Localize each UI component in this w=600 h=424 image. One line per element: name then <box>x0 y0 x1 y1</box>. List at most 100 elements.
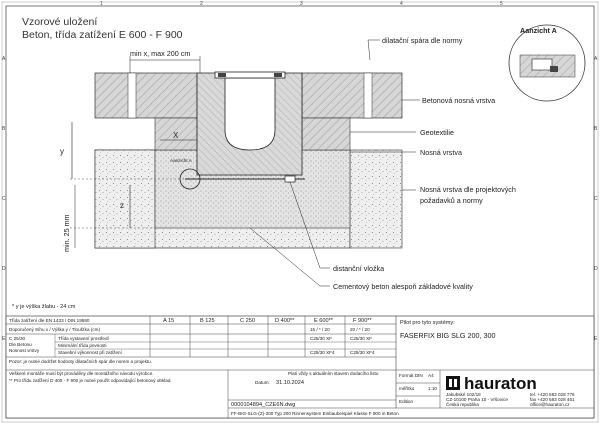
pos-label: Pilot pro tyto systémy: <box>400 320 455 326</box>
row-mark: D <box>2 266 6 272</box>
callout-spacer: distanční vložka <box>333 264 384 273</box>
callout-leaders <box>249 39 420 287</box>
format-label: Formát DIN <box>399 373 423 378</box>
col-mark: 3 <box>300 1 303 7</box>
row1-f900: 20 / * / 20 <box>350 327 370 332</box>
note-3: ** Pro třídu zatížení D 400 - F 900 je n… <box>9 378 172 383</box>
dim-x-label: X <box>173 131 179 140</box>
title-block <box>5 315 595 419</box>
row-mark: B <box>594 126 598 132</box>
detail-title: Aanzicht A <box>520 26 557 35</box>
col-mark: 1 <box>100 1 103 7</box>
grate-bolt-left <box>218 73 226 77</box>
row-mark: A <box>594 56 598 62</box>
company-logo <box>446 376 460 390</box>
logo-mark <box>446 376 460 390</box>
row-a-label: Třída vystavení prostředí <box>58 336 110 341</box>
dim-y-label: y <box>60 147 64 156</box>
pavement-right <box>301 72 403 119</box>
detail-bar <box>550 66 558 72</box>
callout-load-layer: Nosná vrstva <box>420 148 462 157</box>
load-layer-left <box>94 149 156 249</box>
col-mark: 4 <box>400 1 403 7</box>
callout-cement-concrete: Cementový beton alespoň základové kvalit… <box>333 282 473 291</box>
row-mark: D <box>594 266 598 272</box>
dim-top-label: min x, max 200 cm <box>130 49 190 58</box>
email: office@hauraton.cz <box>530 402 570 407</box>
class-f900: F 900** <box>353 318 372 324</box>
callout-concrete-layer: Betonová nosná vrstva <box>422 96 495 105</box>
row-mark: C <box>2 196 6 202</box>
row-c-f900: C25/30 XF4 <box>350 350 375 355</box>
spacer <box>284 175 296 183</box>
table-header-label: Třída zatížení dle EN 1433 / DIN 19580 <box>9 318 90 323</box>
row2-label1: C 25/30 <box>9 336 26 341</box>
col-mark: 5 <box>500 1 503 7</box>
footnote: * y je výška žlabu - 24 cm <box>12 304 76 310</box>
row-b-label: Minimální třída pevnosti <box>58 343 107 348</box>
class-b125: B 125 <box>200 318 215 324</box>
address-1: Jakubské 102/18 <box>446 392 481 397</box>
row1-label: Doporučený Síhu x / Výška y / Tloušťka (… <box>9 327 100 332</box>
class-c250: C 250 <box>240 318 255 324</box>
row-c-label: Stavební výkonnost při zatížení <box>58 350 123 355</box>
fax: fax +420 583 028 461 <box>530 397 575 402</box>
step-left <box>154 117 198 151</box>
class-a15: A 15 <box>163 318 174 324</box>
address-2: CZ-10100 Praha 10 - Vršovice <box>446 397 508 402</box>
row-mark: E <box>2 336 6 342</box>
row-c-e600: C25/30 XF4 <box>310 350 335 355</box>
detail-spacer <box>531 58 553 71</box>
col-mark: 2 <box>200 1 203 7</box>
phone: tel. +420 583 028 776 <box>530 392 575 397</box>
channel-grate <box>214 71 286 79</box>
row-mark: E <box>594 336 598 342</box>
date-label: Datum: <box>255 380 270 385</box>
drawing-number: 0000104894_CZE6N.dwg <box>231 402 295 408</box>
row2-label4: Nosnost vrstvy <box>9 348 40 353</box>
company-name: hauraton <box>464 374 537 393</box>
row-a-f900: C25/30 XF <box>350 336 372 341</box>
callout-geotextile: Geotextilie <box>420 128 454 137</box>
row-mark: A <box>2 56 6 62</box>
edition-label: Edition <box>399 399 413 404</box>
note-2: Veškeré montáže musí být prováděny dle m… <box>9 371 154 376</box>
row-mark: C <box>594 196 598 202</box>
callout-project-layer-2: požadavků a normy <box>420 196 483 205</box>
callout-expansion-joint: dilatační spára dle normy <box>382 36 463 45</box>
row2-label2: Dle Betonu <box>9 342 32 347</box>
title-line-1: Vzorové uložení <box>22 16 97 28</box>
title-line-2: Beton, třída zatížení E 600 - F 900 <box>22 29 183 41</box>
step-right <box>301 117 351 151</box>
channel-cavity <box>224 77 276 151</box>
date: 31.10.2024 <box>276 380 304 386</box>
detail-view-a: Aanzicht A <box>508 24 586 102</box>
product: FASERFIX BIG SLG 200, 300 <box>400 331 495 340</box>
scale: 1:10 <box>428 386 437 391</box>
pavement-left <box>94 72 198 119</box>
joint-fill-left <box>127 72 137 119</box>
note-1: Pozor: je nutné dodržet hodnoty dilatačn… <box>9 359 152 364</box>
dimensions: min x, max 200 cm X y z min. 25 mm <box>60 49 201 252</box>
detail-a-label: Aanzicht A <box>170 158 193 163</box>
class-d400: D 400** <box>275 318 295 324</box>
grate-bolt-right <box>274 73 282 77</box>
row1-e600: 15 / * / 20 <box>310 327 330 332</box>
cross-section <box>70 71 403 249</box>
joint-fill-right <box>363 72 373 119</box>
footer-title: FF-BIG-SLG-(Z)-200 Typ 200 Rinnensystem … <box>231 411 399 416</box>
dim-min-label: min. 25 mm <box>62 214 71 252</box>
dim-z-label: z <box>120 201 124 210</box>
row-mark: B <box>2 126 6 132</box>
class-e600: E 600** <box>314 318 334 324</box>
row-a-e600: C25/30 XF <box>310 336 332 341</box>
scale-label: měřítko <box>399 386 415 391</box>
callout-project-layer-1: Nosná vrstva dle projektových <box>420 185 516 194</box>
format: A4 <box>428 373 434 378</box>
border-marks: 1 2 3 4 5 A B C D E A B C D E <box>2 1 598 342</box>
load-layer-right <box>349 149 403 249</box>
stamp: Platí vždy s aktuálním stavem dodacího l… <box>288 371 379 376</box>
